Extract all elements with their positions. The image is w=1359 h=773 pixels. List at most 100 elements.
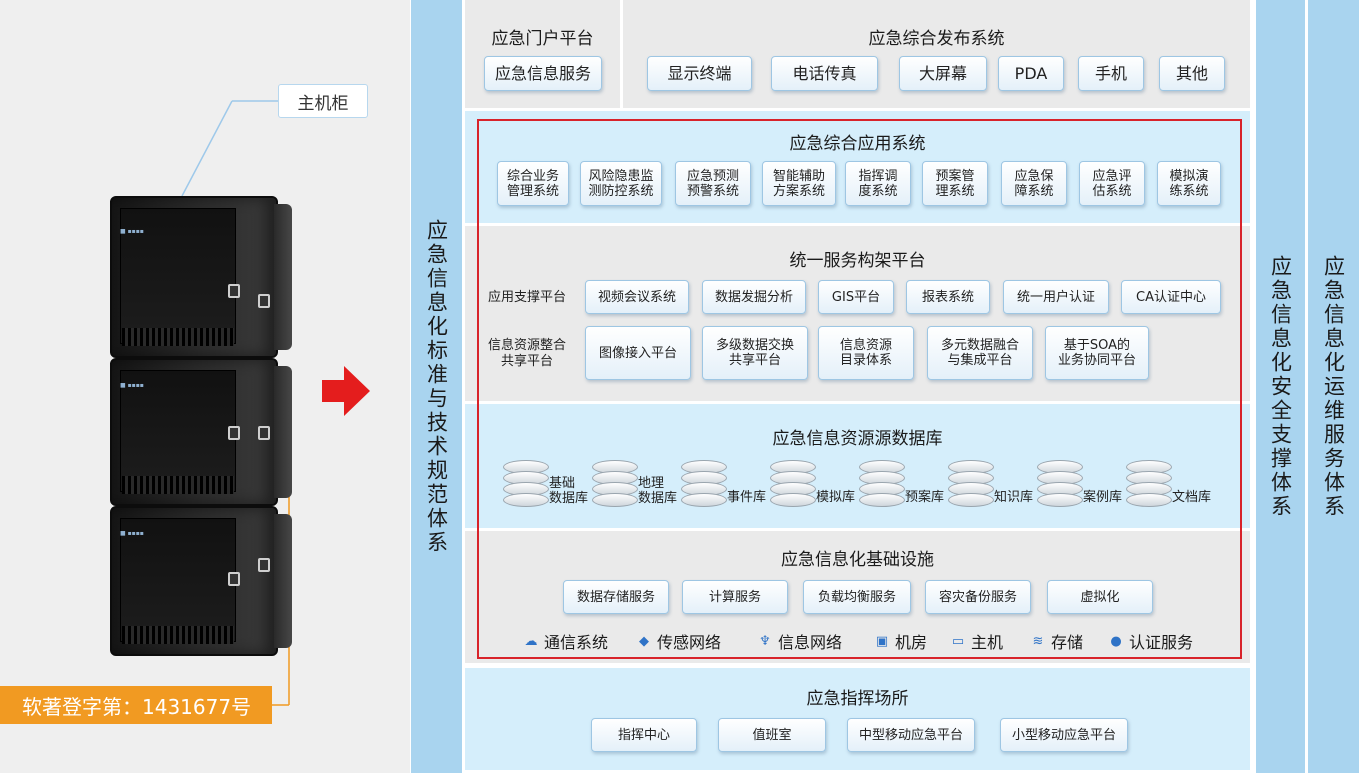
infra-auth: ● 认证服务: [1108, 629, 1193, 653]
infra-host-label: 主机: [971, 633, 1004, 652]
app-box: 风险隐患监 测防控系统: [580, 161, 662, 206]
command-box: 小型移动应急平台: [1000, 718, 1128, 752]
infra-layer: 应急信息化基础设施 数据存储服务 计算服务 负载均衡服务 容灾备份服务 虚拟化: [465, 531, 1250, 663]
infra-host: ▭ 主机: [950, 629, 1003, 653]
infra-storage: ≋ 存储: [1030, 629, 1083, 653]
infra-sensor: ◆ 传感网络: [636, 629, 721, 653]
service-box: 信息资源 目录体系: [818, 326, 914, 380]
apps-layer: 应急综合应用系统 综合业务 管理系统 风险隐患监 测防控系统 应急预测 预警系统…: [465, 111, 1250, 223]
publish-item: 显示终端: [647, 56, 752, 91]
database-label: 文档库: [1172, 490, 1212, 505]
command-box: 中型移动应急平台: [847, 718, 975, 752]
red-arrow-icon: [322, 380, 346, 402]
service-box: 图像接入平台: [585, 326, 691, 380]
publish-item: 其他: [1159, 56, 1225, 91]
publish-item: PDA: [998, 56, 1064, 91]
infra-box: 虚拟化: [1047, 580, 1153, 614]
cabinet-handle-icon: [258, 426, 270, 440]
infra-network: ♆ 信息网络: [757, 629, 842, 653]
database-icon: [1037, 460, 1083, 507]
app-box: 应急保 障系统: [1001, 161, 1067, 206]
cabinet-handle-icon: [228, 284, 240, 298]
app-box: 指挥调 度系统: [845, 161, 911, 206]
database-label: 模拟库: [816, 490, 856, 505]
user-icon: ●: [1110, 633, 1122, 649]
database-icon: [1126, 460, 1172, 507]
standards-column: 应急信息化标准与技术规范体系: [411, 0, 462, 773]
database-icon: [592, 460, 638, 507]
service-box: 报表系统: [906, 280, 990, 314]
service-box: 统一用户认证: [1003, 280, 1109, 314]
cabinet-unit-bottom: ■ ▪▪▪▪: [110, 506, 292, 656]
command-layer: 应急指挥场所 指挥中心 值班室 中型移动应急平台 小型移动应急平台: [465, 668, 1250, 770]
portal-title: 应急门户平台: [491, 29, 594, 49]
storage-icon: ≋: [1032, 633, 1044, 649]
antenna-icon: ♆: [759, 633, 771, 649]
cabinet-handle-icon: [258, 294, 270, 308]
apps-title: 应急综合应用系统: [789, 134, 926, 154]
cabinet-vent: [122, 626, 234, 644]
database-disk: [1037, 493, 1083, 507]
publish-item: 手机: [1078, 56, 1144, 91]
sensor-icon: ◆: [639, 633, 649, 649]
red-arrow-head-icon: [344, 366, 370, 416]
database-label: 预案库: [905, 490, 945, 505]
infra-auth-label: 认证服务: [1129, 633, 1194, 652]
cabinet-unit-middle: ■ ▪▪▪▪: [110, 358, 292, 506]
command-box: 指挥中心: [591, 718, 697, 752]
database-icon: [681, 460, 727, 507]
database-label: 基础 数据库: [549, 476, 589, 506]
cabinet-logo-icon: ■ ▪▪▪▪: [120, 228, 144, 235]
infra-box: 容灾备份服务: [925, 580, 1031, 614]
database-label: 知识库: [994, 490, 1034, 505]
infra-room: ▣ 机房: [874, 629, 927, 653]
database-disk: [592, 493, 638, 507]
service-box: 视频会议系统: [585, 280, 689, 314]
publish-item: 大屏幕: [899, 56, 987, 91]
database-icon: [503, 460, 549, 507]
infra-box: 计算服务: [682, 580, 788, 614]
cabinet-vent: [122, 328, 234, 346]
database-icon: [948, 460, 994, 507]
app-box: 应急评 估系统: [1079, 161, 1145, 206]
app-box: 智能辅助 方案系统: [762, 161, 836, 206]
license-banner: 软著登字第：1431677号: [0, 686, 272, 724]
databases-title: 应急信息资源源数据库: [772, 429, 943, 449]
operations-column: 应急信息化运维服务体系: [1308, 0, 1359, 773]
database-label: 地理 数据库: [638, 476, 678, 506]
security-column: 应急信息化安全支撑体系: [1256, 0, 1305, 773]
database-icon: [770, 460, 816, 507]
infra-comm-label: 通信系统: [544, 633, 609, 652]
infra-sensor-label: 传感网络: [657, 633, 722, 652]
command-title: 应急指挥场所: [806, 689, 909, 709]
service-box: 基于SOA的 业务协同平台: [1045, 326, 1149, 380]
cabinet-vent: [122, 476, 234, 494]
service-box: CA认证中心: [1121, 280, 1221, 314]
infra-title: 应急信息化基础设施: [781, 550, 934, 570]
app-box: 应急预测 预警系统: [675, 161, 751, 206]
services-layer: 统一服务构架平台 应用支撑平台 视频会议系统 数据发掘分析 GIS平台 报表系统…: [465, 226, 1250, 401]
cabinet-handle-icon: [228, 426, 240, 440]
publish-layer: 应急综合发布系统 显示终端 电话传真 大屏幕 PDA 手机 其他: [623, 0, 1250, 108]
cloud-icon: ☁: [524, 633, 538, 649]
monitor-icon: ▭: [951, 633, 965, 649]
app-support-label: 应用支撑平台: [487, 290, 566, 305]
infra-storage-label: 存储: [1051, 633, 1084, 652]
infra-comm: ☁ 通信系统: [523, 629, 609, 653]
service-box: 数据发掘分析: [702, 280, 806, 314]
database-label: 案例库: [1083, 490, 1123, 505]
app-box: 综合业务 管理系统: [497, 161, 569, 206]
services-title: 统一服务构架平台: [789, 251, 926, 271]
infra-room-label: 机房: [895, 633, 928, 652]
infra-network-label: 信息网络: [778, 633, 843, 652]
database-icon: [859, 460, 905, 507]
app-box: 模拟演 练系统: [1157, 161, 1221, 206]
infra-box: 数据存储服务: [563, 580, 669, 614]
service-box: GIS平台: [818, 280, 894, 314]
cabinet-front-panel: [120, 518, 236, 642]
command-box: 值班室: [718, 718, 826, 752]
service-box: 多级数据交换 共享平台: [702, 326, 808, 380]
cabinet-handle-icon: [258, 558, 270, 572]
database-disk: [770, 493, 816, 507]
database-disk: [859, 493, 905, 507]
